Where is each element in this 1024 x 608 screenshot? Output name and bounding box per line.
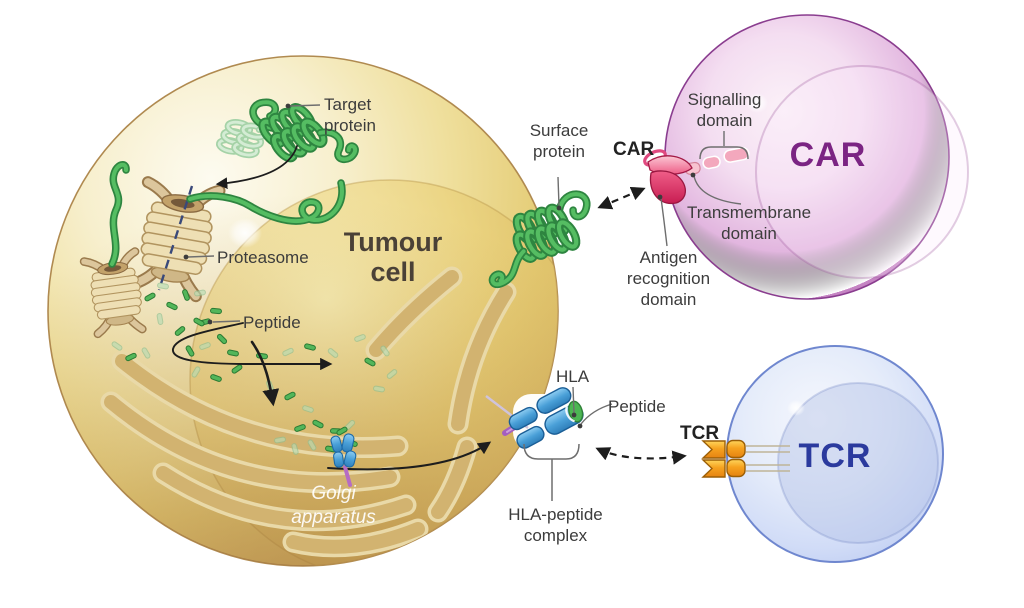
signalling-domain-capsule-2 <box>723 146 750 163</box>
hla-label: HLA <box>556 367 590 386</box>
tumour-cell-body <box>47 55 559 567</box>
presented-peptide <box>568 400 584 423</box>
tcr-cell-body <box>726 345 944 563</box>
tcr-alpha-chain <box>701 440 726 459</box>
tcr-nucleus <box>777 382 939 544</box>
tcr-receptor <box>701 439 790 478</box>
signalling-domain-label: Signalling domain <box>687 90 762 131</box>
label-leader-lines <box>183 103 749 429</box>
peptide-label-hla: Peptide <box>608 397 666 416</box>
proteasome-large <box>130 178 220 297</box>
target-protein <box>249 74 359 187</box>
proteasome-axis-dashed-line <box>157 185 194 291</box>
tcr-highlight <box>787 400 805 416</box>
car-cell-body <box>664 14 969 300</box>
dashed-arrow-car-binding <box>597 186 646 210</box>
car-highlight <box>746 93 768 113</box>
tcr-beta-chain <box>701 459 726 478</box>
transmembrane-domain-label: Transmembrane domain <box>686 203 812 244</box>
target-protein-label: Target protein <box>324 95 376 136</box>
peptide-label-tumour: Peptide <box>243 313 301 332</box>
surface-protein <box>488 190 591 289</box>
arrow-peptide-to-golgi <box>250 340 280 407</box>
dashed-arrow-tcr-binding <box>595 447 687 465</box>
hla-peptide-complex-label: HLA-peptide complex <box>508 505 603 546</box>
tcr-cell-name: TCR <box>798 437 872 475</box>
car-cell-name: CAR <box>789 136 867 174</box>
car-receptor-label: CAR <box>613 139 655 160</box>
antigen-recognition-domain-label: Antigen recognition domain <box>626 248 711 310</box>
hla-peptide-complex <box>485 387 593 501</box>
car-nucleus <box>755 65 969 279</box>
arrow-protein-to-proteasome <box>215 145 298 189</box>
golgi-apparatus-label: Golgi apparatus <box>291 483 376 528</box>
unfolded-protein-threads <box>108 161 346 268</box>
arrow-peptide-flow-right <box>172 322 333 371</box>
tcr-receptor-label: TCR <box>680 423 720 444</box>
nucleus-highlight <box>228 218 262 248</box>
proteasome-label: Proteasome <box>217 248 309 267</box>
surface-protein-label: Surface protein <box>529 121 589 162</box>
arrow-golgi-to-surface <box>327 441 492 471</box>
signalling-domain-capsule-1 <box>702 155 721 170</box>
signalling-bracket <box>699 146 749 160</box>
tumour-cell-title: Tumour cell <box>343 227 443 288</box>
golgi-hla-molecule <box>330 433 357 487</box>
process-arrows <box>172 145 492 471</box>
